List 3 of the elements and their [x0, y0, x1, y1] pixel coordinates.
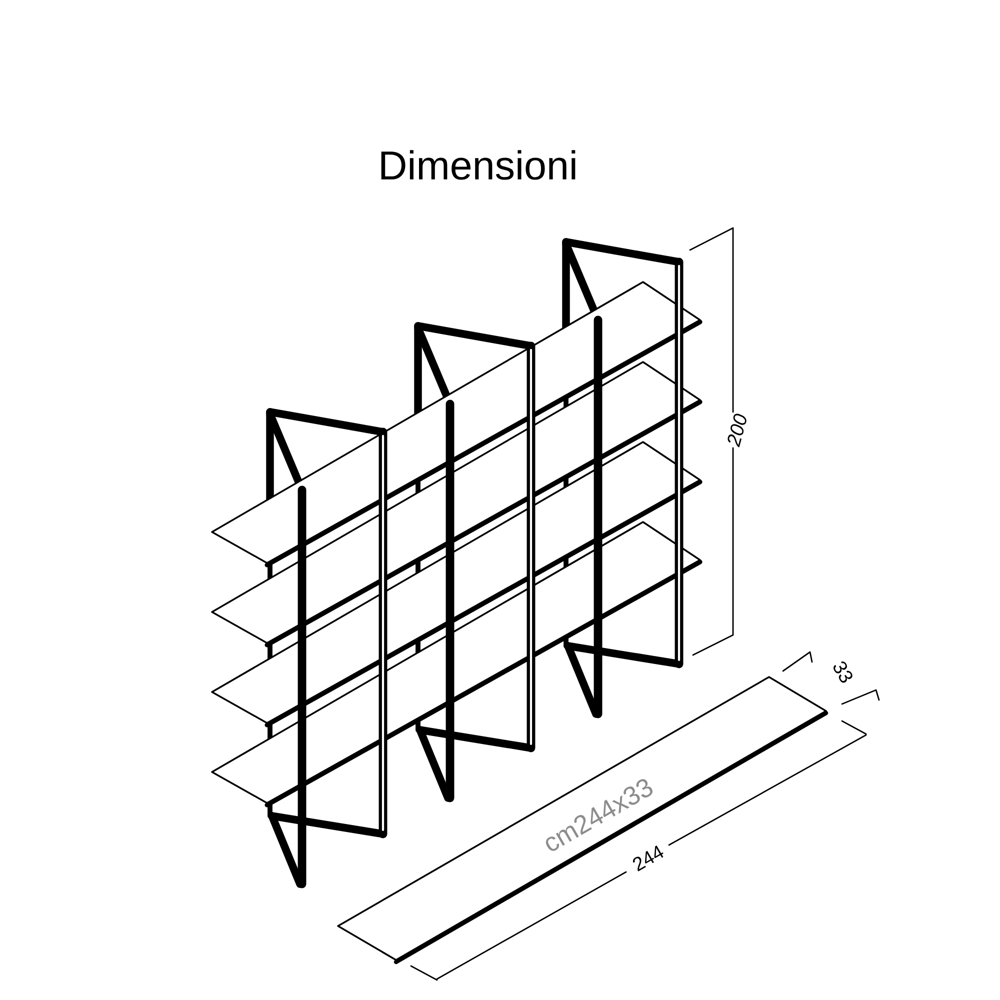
- title: Dimensioni: [381, 150, 576, 180]
- dimension-label: 200: [728, 414, 746, 448]
- dimension-label: 33: [834, 661, 852, 683]
